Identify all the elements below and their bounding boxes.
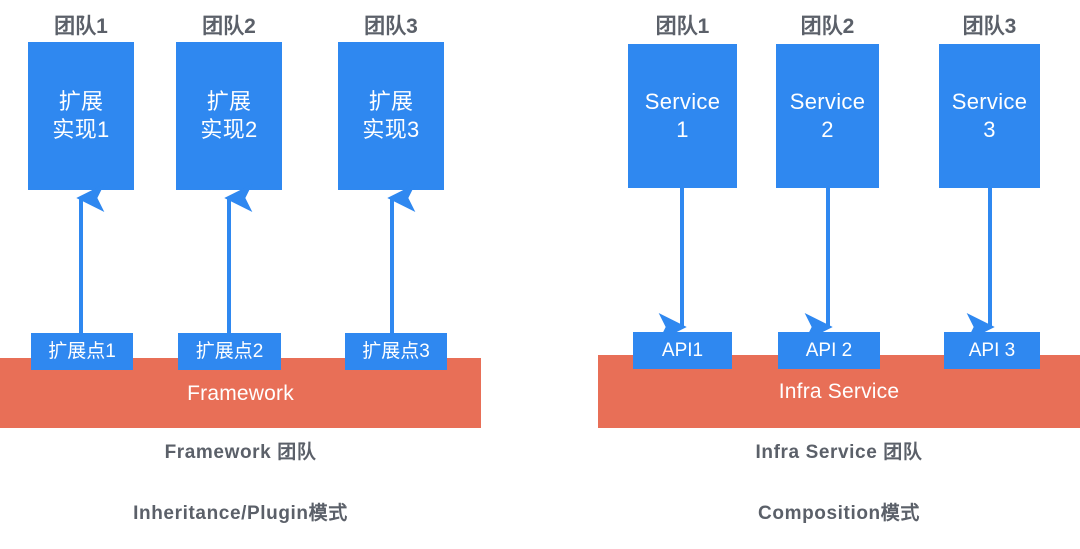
api-label-3: API 3 [968, 340, 1016, 361]
left-team-caption-1: 团队1 [54, 15, 108, 38]
right-pattern-footer: Composition模式 [758, 503, 920, 524]
service-box-3[interactable]: Service 3 [939, 44, 1040, 188]
extension-impl-box-2[interactable]: 扩展 实现2 [176, 42, 282, 190]
extension-point-label-1: 扩展点1 [48, 341, 116, 362]
extension-point-label-2: 扩展点2 [195, 341, 264, 362]
api-chip-1[interactable]: API1 [633, 332, 732, 369]
extension-point-label-3: 扩展点3 [362, 341, 430, 362]
extension-impl-box-1[interactable]: 扩展 实现1 [28, 42, 134, 190]
extension-impl-label-1: 扩展 实现1 [52, 88, 110, 142]
api-chip-2[interactable]: API 2 [778, 332, 880, 369]
right-team-footer: Infra Service 团队 [755, 442, 923, 463]
right-arrows [658, 188, 995, 341]
api-label-1: API1 [661, 340, 704, 361]
left-team-footer: Framework 团队 [164, 442, 317, 463]
api-chip-3[interactable]: API 3 [944, 332, 1040, 369]
service-label-2: Service 2 [789, 88, 866, 142]
api-label-2: API 2 [805, 340, 853, 361]
infra-service-platform-label: Infra Service [778, 380, 900, 403]
right-team-caption-1: 团队1 [655, 15, 710, 38]
extension-impl-box-3[interactable]: 扩展 实现3 [338, 42, 444, 190]
right-team-caption-3: 团队3 [962, 15, 1017, 38]
extension-point-chip-3[interactable]: 扩展点3 [345, 333, 447, 370]
service-box-1[interactable]: Service 1 [628, 44, 737, 188]
left-pattern-footer: Inheritance/Plugin模式 [133, 503, 348, 524]
service-box-2[interactable]: Service 2 [776, 44, 879, 188]
framework-platform-label: Framework [187, 381, 294, 405]
service-label-3: Service 3 [951, 88, 1028, 142]
left-team-caption-3: 团队3 [364, 15, 418, 38]
extension-impl-label-3: 扩展 实现3 [362, 88, 420, 142]
extension-impl-label-2: 扩展 实现2 [200, 88, 258, 142]
extension-point-chip-1[interactable]: 扩展点1 [31, 333, 133, 370]
service-label-1: Service 1 [644, 88, 721, 142]
right-team-caption-2: 团队2 [800, 15, 855, 38]
extension-point-chip-2[interactable]: 扩展点2 [178, 333, 281, 370]
left-arrows [76, 184, 416, 333]
left-team-caption-2: 团队2 [202, 15, 256, 38]
